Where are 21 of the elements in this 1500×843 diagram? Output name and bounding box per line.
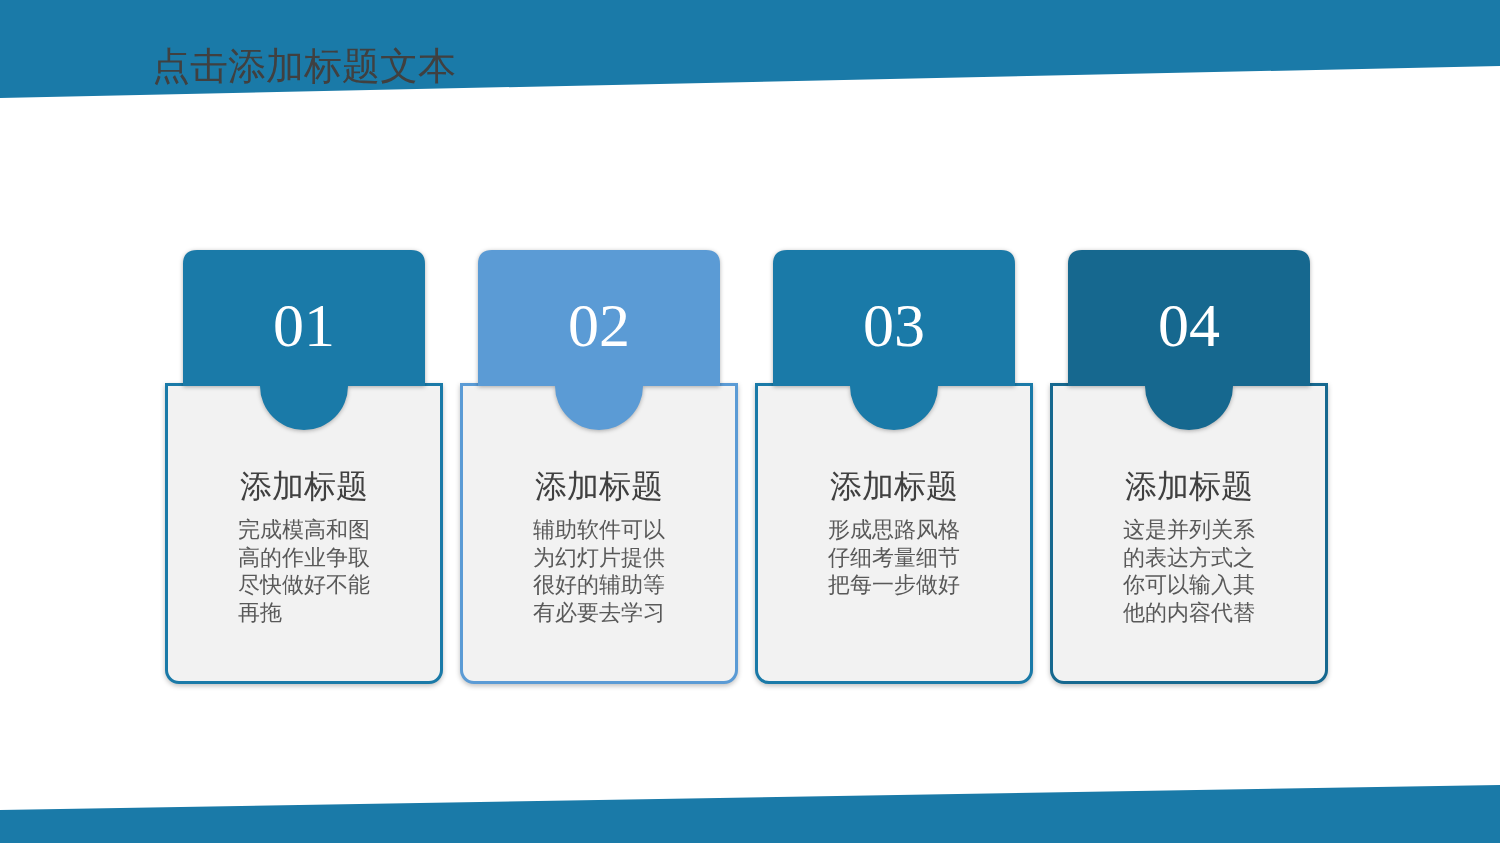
text-card <box>1050 383 1328 684</box>
step-number: 04 <box>1158 290 1220 360</box>
text-card <box>165 383 443 684</box>
text-card <box>460 383 738 684</box>
number-tab <box>478 250 720 430</box>
card-text: 这是并列关系的表达方式之你可以输入其他的内容代替 <box>1123 516 1256 626</box>
card-heading: 添加标题 <box>829 466 959 506</box>
step-number: 02 <box>568 290 630 360</box>
slide-title: 点击添加标题文本 <box>152 43 456 90</box>
card-text: 辅助软件可以为幻灯片提供很好的辅助等有必要去学习 <box>533 516 666 626</box>
step-number: 01 <box>273 290 335 360</box>
card-text: 形成思路风格仔细考量细节把每一步做好 <box>828 516 961 599</box>
card-text: 完成模高和图高的作业争取尽快做好不能再拖 <box>238 516 371 626</box>
text-card <box>755 383 1033 684</box>
step-number: 03 <box>863 290 925 360</box>
number-tab <box>1068 250 1310 430</box>
card-heading: 添加标题 <box>239 466 369 506</box>
number-tab <box>183 250 425 430</box>
number-tab <box>773 250 1015 430</box>
card-heading: 添加标题 <box>1124 466 1254 506</box>
card-heading: 添加标题 <box>534 466 664 506</box>
